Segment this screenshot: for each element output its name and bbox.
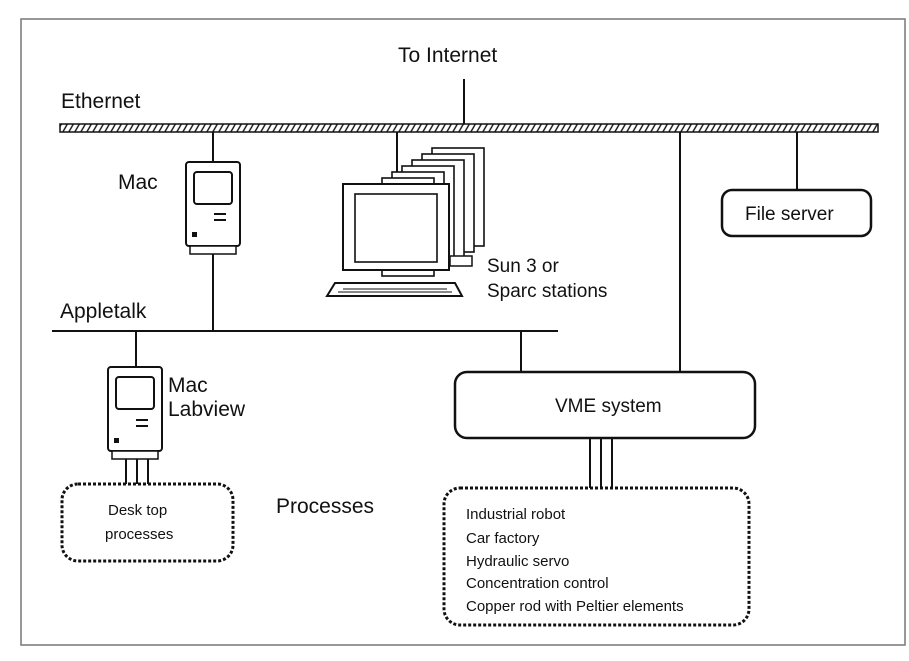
appletalk-label: Appletalk [60, 300, 147, 323]
vme-label: VME system [555, 396, 662, 417]
mac-labview-line2: Labview [168, 398, 246, 421]
vme-process-item: Hydraulic servo [466, 553, 569, 570]
mac-computer-icon [185, 161, 241, 255]
file-server-label: File server [745, 204, 834, 225]
mac-label: Mac [118, 171, 158, 194]
ethernet-label: Ethernet [61, 90, 141, 113]
vme-system-box [453, 370, 757, 440]
vme-process-item: Industrial robot [466, 506, 566, 523]
desk-top-processes-box [60, 482, 235, 563]
vme-process-item: Car factory [466, 530, 540, 547]
ethernet-bus [59, 123, 879, 133]
sun-label-line2: Sparc stations [487, 281, 607, 302]
file-server-box [720, 188, 873, 238]
desk-top-line1: Desk top [108, 502, 167, 519]
frame [20, 18, 906, 646]
sun-workstation-icon [325, 147, 485, 297]
vme-process-item: Copper rod with Peltier elements [466, 598, 684, 615]
to-internet-label: To Internet [398, 44, 497, 67]
vme-io-lines [589, 438, 613, 488]
labview-io-lines [125, 459, 149, 484]
mac-labview-computer-icon [107, 366, 163, 460]
vme-process-item: Concentration control [466, 575, 609, 592]
processes-label: Processes [276, 495, 374, 518]
sun-label-line1: Sun 3 or [487, 256, 559, 277]
vme-process-list: Industrial robot Car factory Hydraulic s… [466, 506, 684, 615]
mac-labview-line1: Mac [168, 374, 208, 397]
desk-top-line2: processes [105, 526, 173, 543]
vme-processes-box [442, 486, 751, 627]
